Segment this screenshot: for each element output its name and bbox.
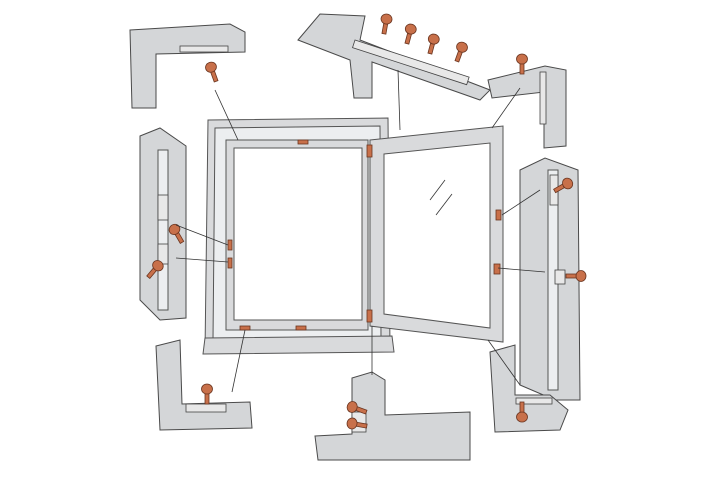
detail-bottom-center bbox=[314, 371, 471, 461]
open-sash-glass bbox=[383, 142, 491, 329]
handle-knob bbox=[201, 383, 213, 405]
handle-knob bbox=[203, 60, 222, 84]
window-sill bbox=[202, 335, 395, 355]
main-window bbox=[202, 117, 504, 355]
glass-reflection bbox=[429, 179, 446, 201]
fixed-sash-glass bbox=[233, 147, 363, 321]
detail-top-right bbox=[487, 53, 567, 149]
handle-knob bbox=[451, 40, 470, 64]
detail-bottom-left bbox=[155, 339, 253, 431]
handle-knob bbox=[401, 22, 418, 46]
leader-lines bbox=[175, 69, 546, 393]
detail-top-center bbox=[297, 12, 491, 101]
handle-knob bbox=[378, 12, 394, 36]
detail-top-left bbox=[129, 23, 246, 109]
detail-bottom-right bbox=[489, 344, 569, 433]
handle-knob bbox=[424, 32, 441, 56]
detail-right bbox=[519, 157, 587, 401]
hinges bbox=[227, 139, 502, 331]
detail-left bbox=[139, 127, 188, 321]
